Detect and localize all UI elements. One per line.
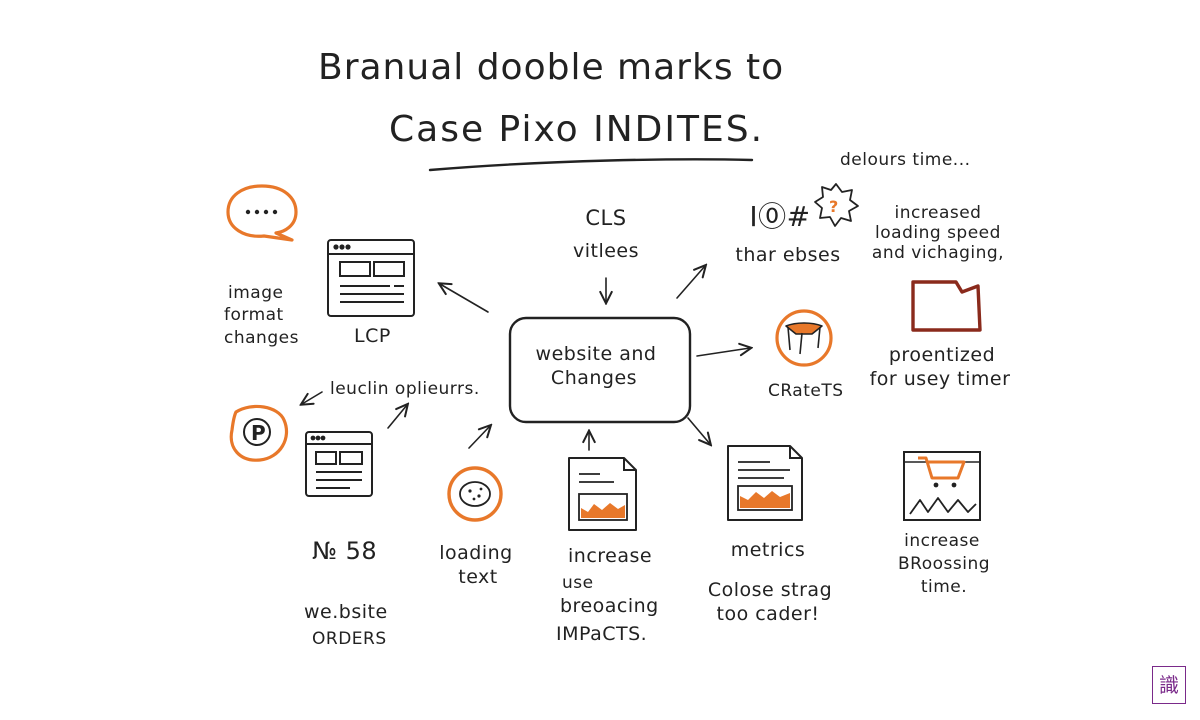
arrow-from-browser (387, 405, 407, 429)
center-node-line-1: website and (535, 343, 657, 365)
corner-stamp: 識 (1152, 666, 1186, 704)
arrow-to-lcp (440, 284, 489, 313)
metrics-line-2: Colose strag (707, 579, 833, 601)
proentized-line-2: for usey timer (869, 368, 1011, 390)
website-orders-code: № 58 (312, 537, 378, 565)
document-chart-icon-center (568, 457, 637, 531)
center-node-box (508, 316, 692, 424)
increase-browsing-line-2: BRoossing (897, 554, 991, 574)
bowl-icon (775, 309, 833, 367)
svg-text:?: ? (829, 197, 838, 216)
image-format-line-2: format (224, 305, 284, 325)
question-burst-icon: ? (814, 183, 859, 227)
metrics-line-3: too cader! (716, 603, 820, 625)
website-orders-line-1: we.bsite (304, 601, 388, 623)
metrics-line-1: metrics (730, 539, 806, 561)
increased-loading-line-2: loading speed (875, 223, 1001, 243)
delours-label: delours time... (840, 150, 971, 170)
increased-loading-line-1: increased (894, 203, 982, 223)
cls-title: CLS (585, 206, 627, 230)
p-badge-icon: P (229, 404, 289, 462)
connector-arrows (302, 266, 750, 451)
title-underline (428, 158, 754, 172)
io-code: I⓪# (749, 200, 811, 233)
speech-bubble-icon (226, 184, 298, 242)
proentized-line-1: proentized (888, 344, 996, 366)
cls-subtitle: vitlees (572, 240, 640, 262)
shopping-cart-icon (903, 451, 981, 521)
title-line-1: Branual dooble marks to (318, 47, 785, 88)
io-label: thar ebses (735, 244, 841, 266)
document-chart-icon-right (727, 445, 803, 521)
leuclin-label: leuclin oplieurrs. (330, 379, 480, 399)
cratets-label: CRateTS (768, 381, 844, 401)
svg-text:P: P (251, 421, 266, 445)
center-node-line-2: Changes (550, 367, 638, 389)
loading-text-line-1: loading (439, 542, 513, 564)
lcp-label: LCP (354, 325, 391, 347)
increase-use-line-4: IMPaCTS. (556, 623, 648, 645)
browser-window-icon-top (327, 239, 415, 317)
arrow-to-metrics (687, 417, 710, 444)
increase-browsing-line-3: time. (920, 577, 968, 597)
increase-use-line-1: increase (568, 545, 653, 567)
loading-text-line-2: text (458, 566, 498, 588)
cookie-icon (447, 466, 503, 522)
arrow-to-io (676, 266, 705, 299)
website-orders-line-2: ORDERS (312, 629, 387, 649)
arrow-to-cratets (696, 348, 750, 357)
folder-icon (911, 280, 982, 332)
image-format-line-1: image (228, 283, 284, 303)
increase-browsing-line-1: increase (904, 531, 980, 551)
increased-loading-line-3: and vichaging, (871, 243, 1005, 263)
title-line-2: Case Pixo INDITES. (389, 109, 765, 150)
image-format-line-3: changes (224, 328, 299, 348)
increase-use-line-3: breoacing (560, 595, 659, 617)
arrow-to-p-badge (302, 391, 323, 404)
browser-window-icon-bottom (305, 431, 373, 497)
increase-use-line-2: use (562, 573, 594, 593)
arrow-from-cookie (468, 426, 490, 449)
